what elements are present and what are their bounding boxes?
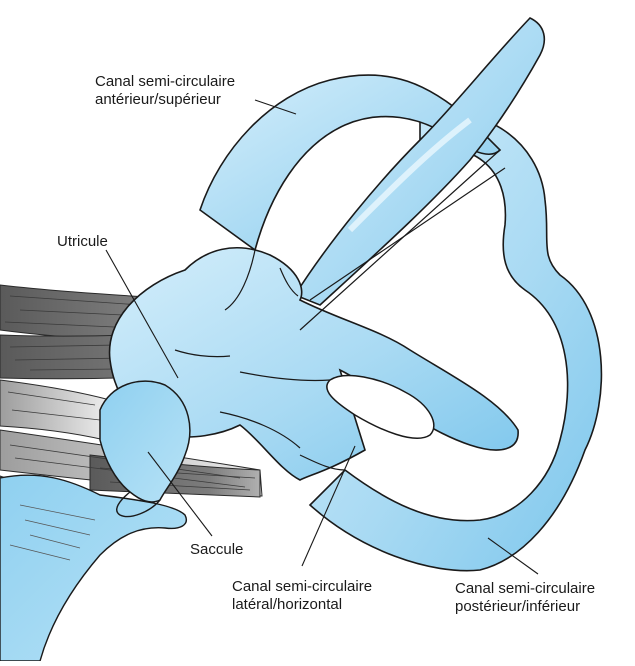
label-lateral-canal-line2: latéral/horizontal: [232, 596, 372, 614]
label-lateral-canal: Canal semi-circulaire latéral/horizontal: [232, 578, 372, 614]
label-posterior-canal: Canal semi-circulaire postérieur/inférie…: [455, 580, 595, 616]
nerve-bundle-lower-light: [0, 380, 110, 440]
cochlear-duct: [0, 475, 186, 661]
label-posterior-canal-line1: Canal semi-circulaire: [455, 580, 595, 598]
label-utricule: Utricule: [57, 233, 108, 251]
label-anterior-canal-line2: antérieur/supérieur: [95, 91, 235, 109]
label-anterior-canal: Canal semi-circulaire antérieur/supérieu…: [95, 73, 235, 109]
label-saccule: Saccule: [190, 541, 243, 559]
label-anterior-canal-line1: Canal semi-circulaire: [95, 73, 235, 91]
label-lateral-canal-line1: Canal semi-circulaire: [232, 578, 372, 596]
label-posterior-canal-line2: postérieur/inférieur: [455, 598, 595, 616]
